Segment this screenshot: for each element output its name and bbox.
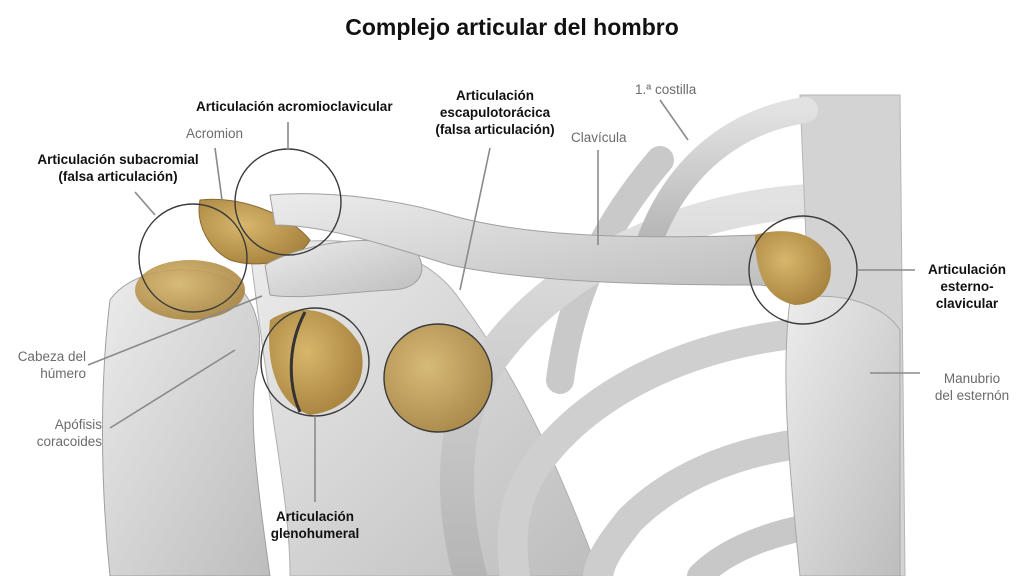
label-cabeza-humero: Cabeza del húmero [4,348,86,382]
label-esternoclavicular-line2: esterno- [940,279,994,294]
manubrium [785,295,901,576]
label-costilla: 1.ª costilla [635,82,697,97]
circle-scapulothoracic [383,323,493,433]
leader-subacromial [134,191,156,216]
label-acromioclavicular: Articulación acromioclavicular [196,99,393,114]
diagram-title: Complejo articular del hombro [345,14,679,40]
label-apofisis-coracoides: Apófisis coracoides [4,416,102,450]
label-escapulotoracica-line3: (falsa articulación) [435,122,555,137]
label-glenohumeral-line2: glenohumeral [270,526,360,541]
humeral-head-cartilage [135,260,245,320]
label-subacromial: Articulación subacromial (falsa articula… [28,151,208,185]
first-rib [637,97,818,253]
label-subacromial-line1: Articulación subacromial [37,152,199,167]
circle-subacromial [138,203,248,313]
leader-escapulotoracica [459,147,491,291]
label-manubrio: Manubrio del esternón [924,370,1020,404]
label-apofisis-line2: coracoides [36,434,102,449]
label-esternoclavicular-line1: Articulación [927,262,1006,277]
label-esternoclavicular: Articulación esterno- clavicular [915,261,1019,312]
rib-2 [439,183,857,576]
leader-costilla [659,99,689,141]
sternoclavicular-cartilage [755,231,831,305]
label-cabeza-line2: húmero [40,366,86,381]
label-acromion: Acromion [186,126,244,141]
label-manubrio-line2: del esternón [934,388,1010,403]
label-glenohumeral: Articulación glenohumeral [255,508,375,542]
label-subacromial-line2: (falsa articulación) [58,169,178,184]
label-apofisis-line1: Apófisis [54,417,102,432]
scapulothoracic-patch [384,324,492,432]
leader-acromion [214,147,223,201]
label-escapulotoracica: Articulación escapulotorácica (falsa art… [420,87,570,138]
label-cabeza-line1: Cabeza del [17,349,86,364]
rib-3 [497,315,875,576]
label-escapulotoracica-line2: escapulotorácica [439,105,551,120]
label-glenohumeral-line1: Articulación [275,509,354,524]
glenoid-rim [289,311,307,413]
leader-apofisis [109,349,236,429]
leader-cabeza [87,295,263,366]
label-escapulotoracica-line1: Articulación [455,88,534,103]
label-manubrio-line1: Manubrio [943,371,1001,386]
label-esternoclavicular-line3: clavicular [935,296,999,311]
coracoid [264,240,423,298]
label-clavicula: Clavícula [571,130,627,145]
